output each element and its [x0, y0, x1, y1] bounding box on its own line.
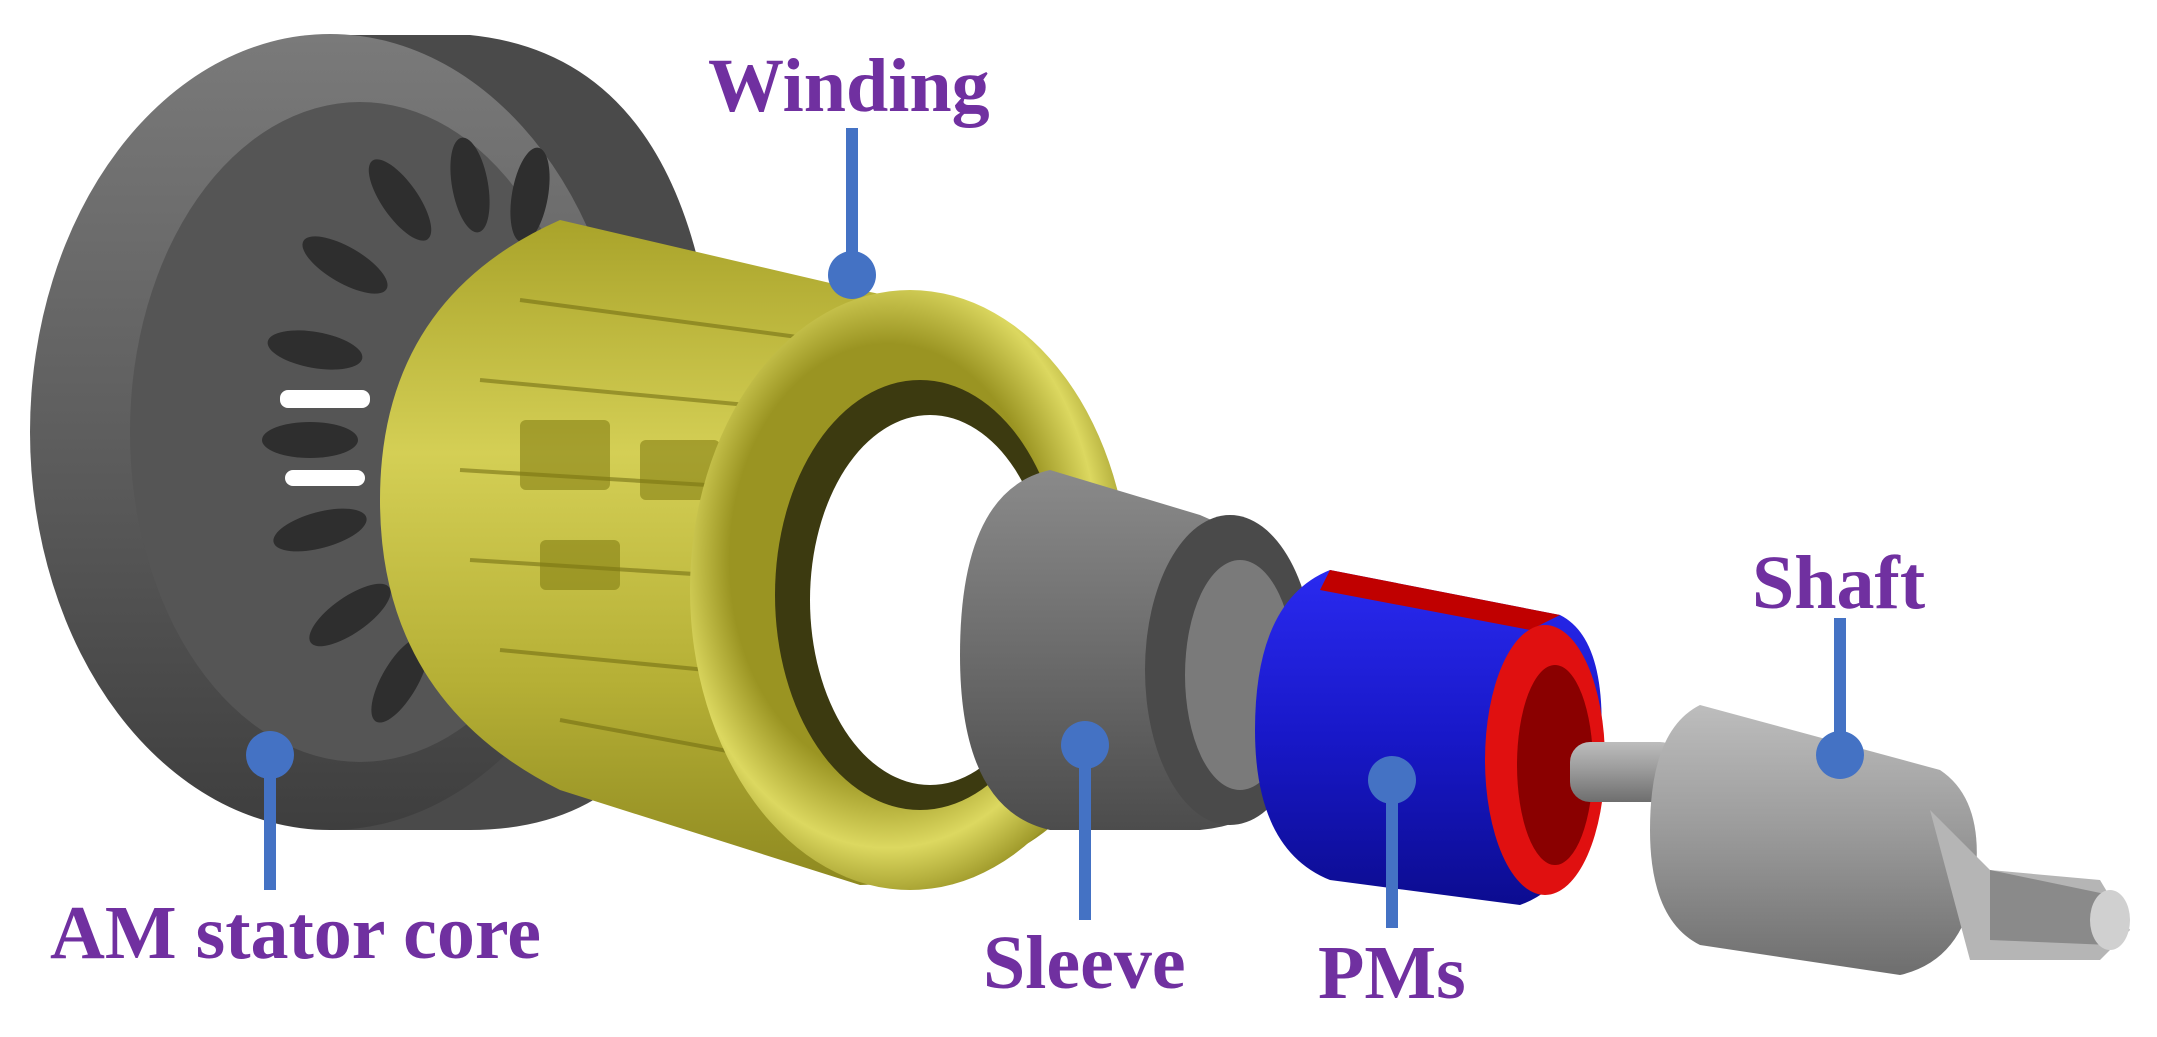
dot-shaft: [1816, 731, 1864, 779]
dot-stator: [246, 731, 294, 779]
dot-winding: [828, 251, 876, 299]
sleeve-body: [960, 470, 1315, 830]
label-sleeve: Sleeve: [983, 921, 1186, 1005]
dot-pms: [1368, 756, 1416, 804]
shaft-body: [1570, 705, 2130, 975]
label-pms: PMs: [1318, 931, 1466, 1015]
dot-sleeve: [1061, 721, 1109, 769]
label-shaft: Shaft: [1752, 541, 1926, 625]
label-stator-core: AM stator core: [50, 891, 541, 975]
leader-dots: [246, 251, 1864, 804]
label-winding: Winding: [708, 44, 990, 128]
pm-body: [1255, 570, 1605, 905]
stator-slots: [262, 137, 550, 723]
